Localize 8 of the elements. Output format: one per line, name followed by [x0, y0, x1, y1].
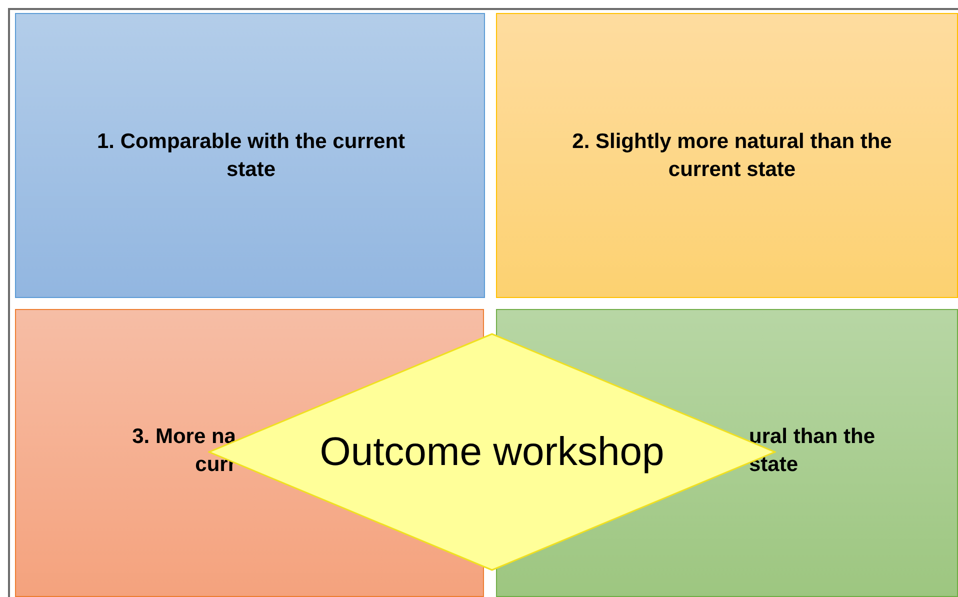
- quadrant-box: [496, 13, 958, 298]
- quadrant-box: [15, 13, 485, 298]
- diamond-label: Outcome workshop: [320, 432, 664, 472]
- box-label: 2. Slightly more natural than the current state: [571, 129, 893, 183]
- box-label: state: [749, 452, 800, 478]
- box-label: ural than the: [749, 424, 876, 450]
- box-label: 1. Comparable with the current state: [96, 129, 406, 183]
- box-label: 3. More na: [131, 424, 236, 450]
